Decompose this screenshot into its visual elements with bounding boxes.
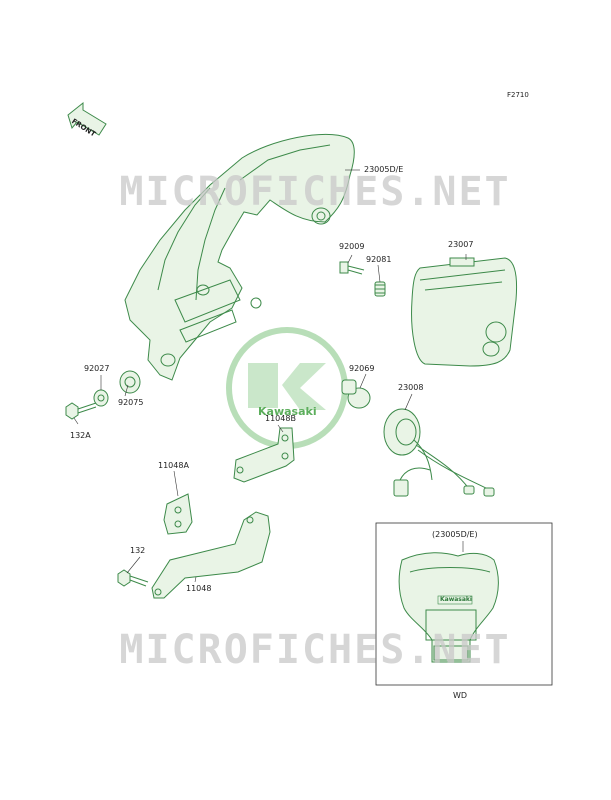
watermark-top: MICROFICHES.NET (119, 169, 511, 215)
part-label-11048b: 11048B (265, 414, 296, 423)
number-plate-text: Kawasaki (440, 596, 472, 603)
inset-frame (375, 522, 553, 686)
headlight-cover-shape (124, 133, 355, 381)
bolt-132-shape (117, 569, 149, 587)
socket-23008-shape (383, 408, 495, 497)
inset-variant-label: WD (453, 691, 468, 700)
part-label-132: 132 (130, 546, 146, 555)
front-arrow-icon (67, 101, 107, 136)
part-label-11048a: 11048A (158, 461, 189, 470)
part-label-92081: 92081 (366, 255, 392, 264)
spring-92081-shape (374, 281, 386, 297)
part-label-132a: 132A (70, 431, 91, 440)
figure-number: F2710 (507, 91, 529, 99)
part-label-92069: 92069 (349, 364, 375, 373)
screw-92009-shape (339, 261, 365, 275)
part-label-11048: 11048 (186, 584, 212, 593)
part-label-92009: 92009 (339, 242, 365, 251)
part-label-23008: 23008 (398, 383, 424, 392)
bracket-11048b-shape (233, 427, 295, 483)
logo-text: Kawasaki (258, 405, 317, 418)
bracket-11048-shape (151, 511, 271, 599)
part-label-23007: 23007 (448, 240, 474, 249)
part-label-92075: 92075 (118, 398, 144, 407)
bracket-11048a-shape (163, 493, 193, 535)
bolt-132a-shape (65, 402, 97, 420)
part-label-92027: 92027 (84, 364, 110, 373)
leader-lines (73, 169, 467, 583)
collar-92027-shape (93, 389, 109, 407)
headlight-23007-shape (411, 257, 518, 367)
watermark-bottom: MICROFICHES.NET (119, 627, 511, 673)
grommet-92075-shape (119, 370, 141, 394)
part-label-23005: 23005D/E (364, 165, 404, 174)
number-plate-shape (398, 552, 499, 663)
bulb-92069-shape (341, 379, 371, 409)
inset-title: (23005D/E) (432, 530, 478, 539)
